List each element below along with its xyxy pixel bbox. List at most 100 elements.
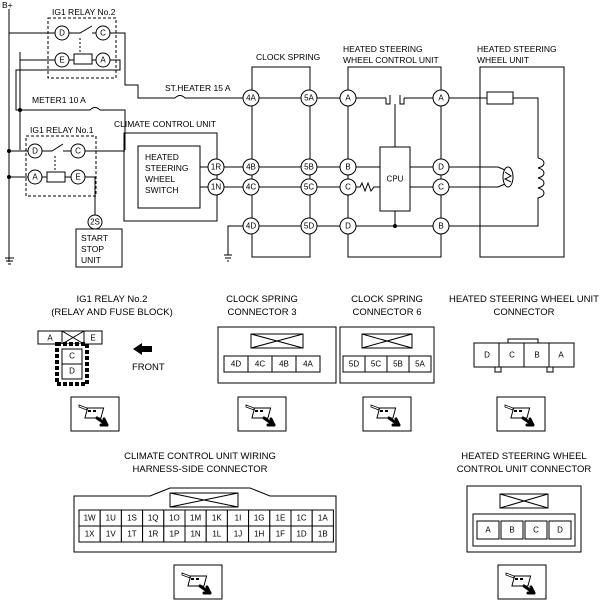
- relay2-conn-cross: [61, 330, 85, 345]
- climate-unit-box: [123, 132, 218, 222]
- svg-text:4A: 4A: [303, 360, 313, 369]
- svg-text:(RELAY AND FUSE BLOCK): (RELAY AND FUSE BLOCK): [51, 307, 173, 318]
- climate-pin-label: 1O: [169, 514, 180, 523]
- front-label: FRONT: [132, 362, 165, 373]
- relay1-box: [25, 135, 97, 197]
- climate-pin-label: 1T: [127, 530, 136, 539]
- svg-text:C: C: [345, 183, 351, 192]
- control-conn-inner: [472, 513, 576, 547]
- wheel-fuse: [486, 91, 514, 105]
- svg-text:5A: 5A: [304, 94, 314, 103]
- svg-text:5D: 5D: [304, 222, 314, 231]
- svg-text:D: D: [438, 163, 444, 172]
- svg-text:C: C: [100, 29, 106, 38]
- svg-text:D: D: [69, 367, 75, 376]
- svg-text:HEATED STEERING WHEEL UNIT: HEATED STEERING WHEEL UNIT: [449, 294, 599, 305]
- clock6-pins: 5D 5C 5B 5A: [342, 355, 432, 373]
- svg-text:C: C: [69, 352, 75, 361]
- svg-text:HARNESS-SIDE CONNECTOR: HARNESS-SIDE CONNECTOR: [133, 464, 268, 475]
- svg-text:WHEEL UNIT: WHEEL UNIT: [477, 55, 529, 65]
- climate-pin-label: 1P: [170, 530, 180, 539]
- svg-text:WHEEL: WHEEL: [145, 174, 176, 184]
- junction-dot: [7, 175, 11, 179]
- relay2-conn-e: [83, 330, 103, 345]
- svg-text:CLOCK SPRING: CLOCK SPRING: [226, 294, 298, 305]
- climate-pin-label: 1I: [235, 514, 242, 523]
- fuse-meter-label: METER1 10 A: [32, 95, 86, 105]
- svg-text:C: C: [75, 147, 81, 156]
- clock3-cross: [250, 333, 304, 349]
- heater-coil: [449, 157, 545, 227]
- wheel-unit-box: [479, 66, 565, 258]
- svg-text:D: D: [59, 29, 65, 38]
- climate-pin-label: 1C: [296, 514, 306, 523]
- fuse-heater-label: ST.HEATER 15 A: [165, 83, 231, 93]
- svg-text:STOP: STOP: [81, 244, 104, 254]
- climate-pin-label: 1F: [276, 530, 285, 539]
- svg-text:5C: 5C: [304, 183, 314, 192]
- svg-text:4C: 4C: [246, 183, 256, 192]
- wheel-top-wire: [449, 97, 539, 158]
- svg-text:HEATED STEERING: HEATED STEERING: [477, 44, 557, 54]
- svg-text:2S: 2S: [90, 218, 100, 227]
- svg-text:E: E: [90, 334, 95, 343]
- wire-relay2-e: [19, 52, 55, 150]
- svg-text:SWITCH: SWITCH: [145, 185, 179, 195]
- wheel-conn-pins: D C B A: [484, 343, 564, 367]
- climate-pin-label: 1N: [190, 530, 200, 539]
- climate-pin-label: 1Q: [148, 514, 159, 523]
- svg-text:UNIT: UNIT: [81, 255, 101, 265]
- relay2-switch: [69, 25, 96, 34]
- svg-text:5B: 5B: [393, 360, 403, 369]
- wheel-plug-icon: [495, 395, 547, 433]
- climate-pin-label: 1D: [296, 530, 306, 539]
- svg-text:D: D: [484, 351, 490, 360]
- svg-text:HEATED STEERING WHEEL: HEATED STEERING WHEEL: [461, 451, 586, 462]
- control-conn-cross: [499, 493, 549, 509]
- climate-pin-label: 1V: [106, 530, 116, 539]
- svg-text:HEATED STEERING: HEATED STEERING: [343, 44, 423, 54]
- svg-text:1N: 1N: [211, 183, 221, 192]
- control-conn-pins: A B C D: [476, 520, 572, 540]
- svg-text:4A: 4A: [246, 94, 256, 103]
- svg-text:A: A: [32, 173, 38, 182]
- clock3-pins: 4D 4C 4B 4A: [223, 355, 321, 373]
- climate-pin-label: 1B: [318, 530, 328, 539]
- relay2-title: IG1 RELAY No.2: [52, 7, 116, 17]
- clock6-cross: [361, 333, 413, 349]
- svg-text:4D: 4D: [231, 360, 241, 369]
- svg-text:STEERING: STEERING: [145, 163, 188, 173]
- wire-relay1-e: [85, 176, 96, 215]
- svg-text:WHEEL CONTROL UNIT: WHEEL CONTROL UNIT: [343, 55, 439, 65]
- svg-text:CONNECTOR: CONNECTOR: [493, 307, 554, 318]
- svg-text:B: B: [438, 222, 443, 231]
- fuse-meter-wire: [16, 107, 126, 150]
- climate-pin-label: 1M: [190, 514, 201, 523]
- svg-text:A: A: [558, 351, 564, 360]
- svg-text:4B: 4B: [246, 163, 256, 172]
- svg-text:CLIMATE CONTROL UNIT WIRING: CLIMATE CONTROL UNIT WIRING: [124, 451, 276, 462]
- svg-text:CPU: CPU: [387, 175, 404, 184]
- climate-plug-icon: [172, 563, 224, 601]
- climate-pin-label: 1K: [212, 514, 222, 523]
- climate-pin-label: 1H: [254, 530, 264, 539]
- svg-text:5B: 5B: [304, 163, 314, 172]
- cu-d-wire: [356, 211, 433, 227]
- svg-text:IG1 RELAY No.2: IG1 RELAY No.2: [77, 294, 148, 305]
- ground-symbol-main: [5, 257, 14, 265]
- climate-pin-label: 1E: [276, 514, 286, 523]
- svg-text:CLOCK SPRING: CLOCK SPRING: [351, 294, 423, 305]
- climate-unit-title: CLIMATE CONTROL UNIT: [114, 119, 216, 129]
- svg-text:5A: 5A: [415, 360, 425, 369]
- clock-spring-wires: [259, 97, 301, 227]
- battery-label: B+: [2, 0, 13, 10]
- svg-text:5C: 5C: [371, 360, 381, 369]
- svg-text:D: D: [557, 526, 563, 535]
- wheel-conn-key: [546, 366, 554, 373]
- svg-text:B: B: [345, 163, 350, 172]
- climate-pin-label: 1A: [318, 514, 328, 523]
- fuse-heater-wire: [174, 95, 243, 99]
- wheel-conn-key: [494, 366, 502, 373]
- fet-symbol: [385, 95, 405, 147]
